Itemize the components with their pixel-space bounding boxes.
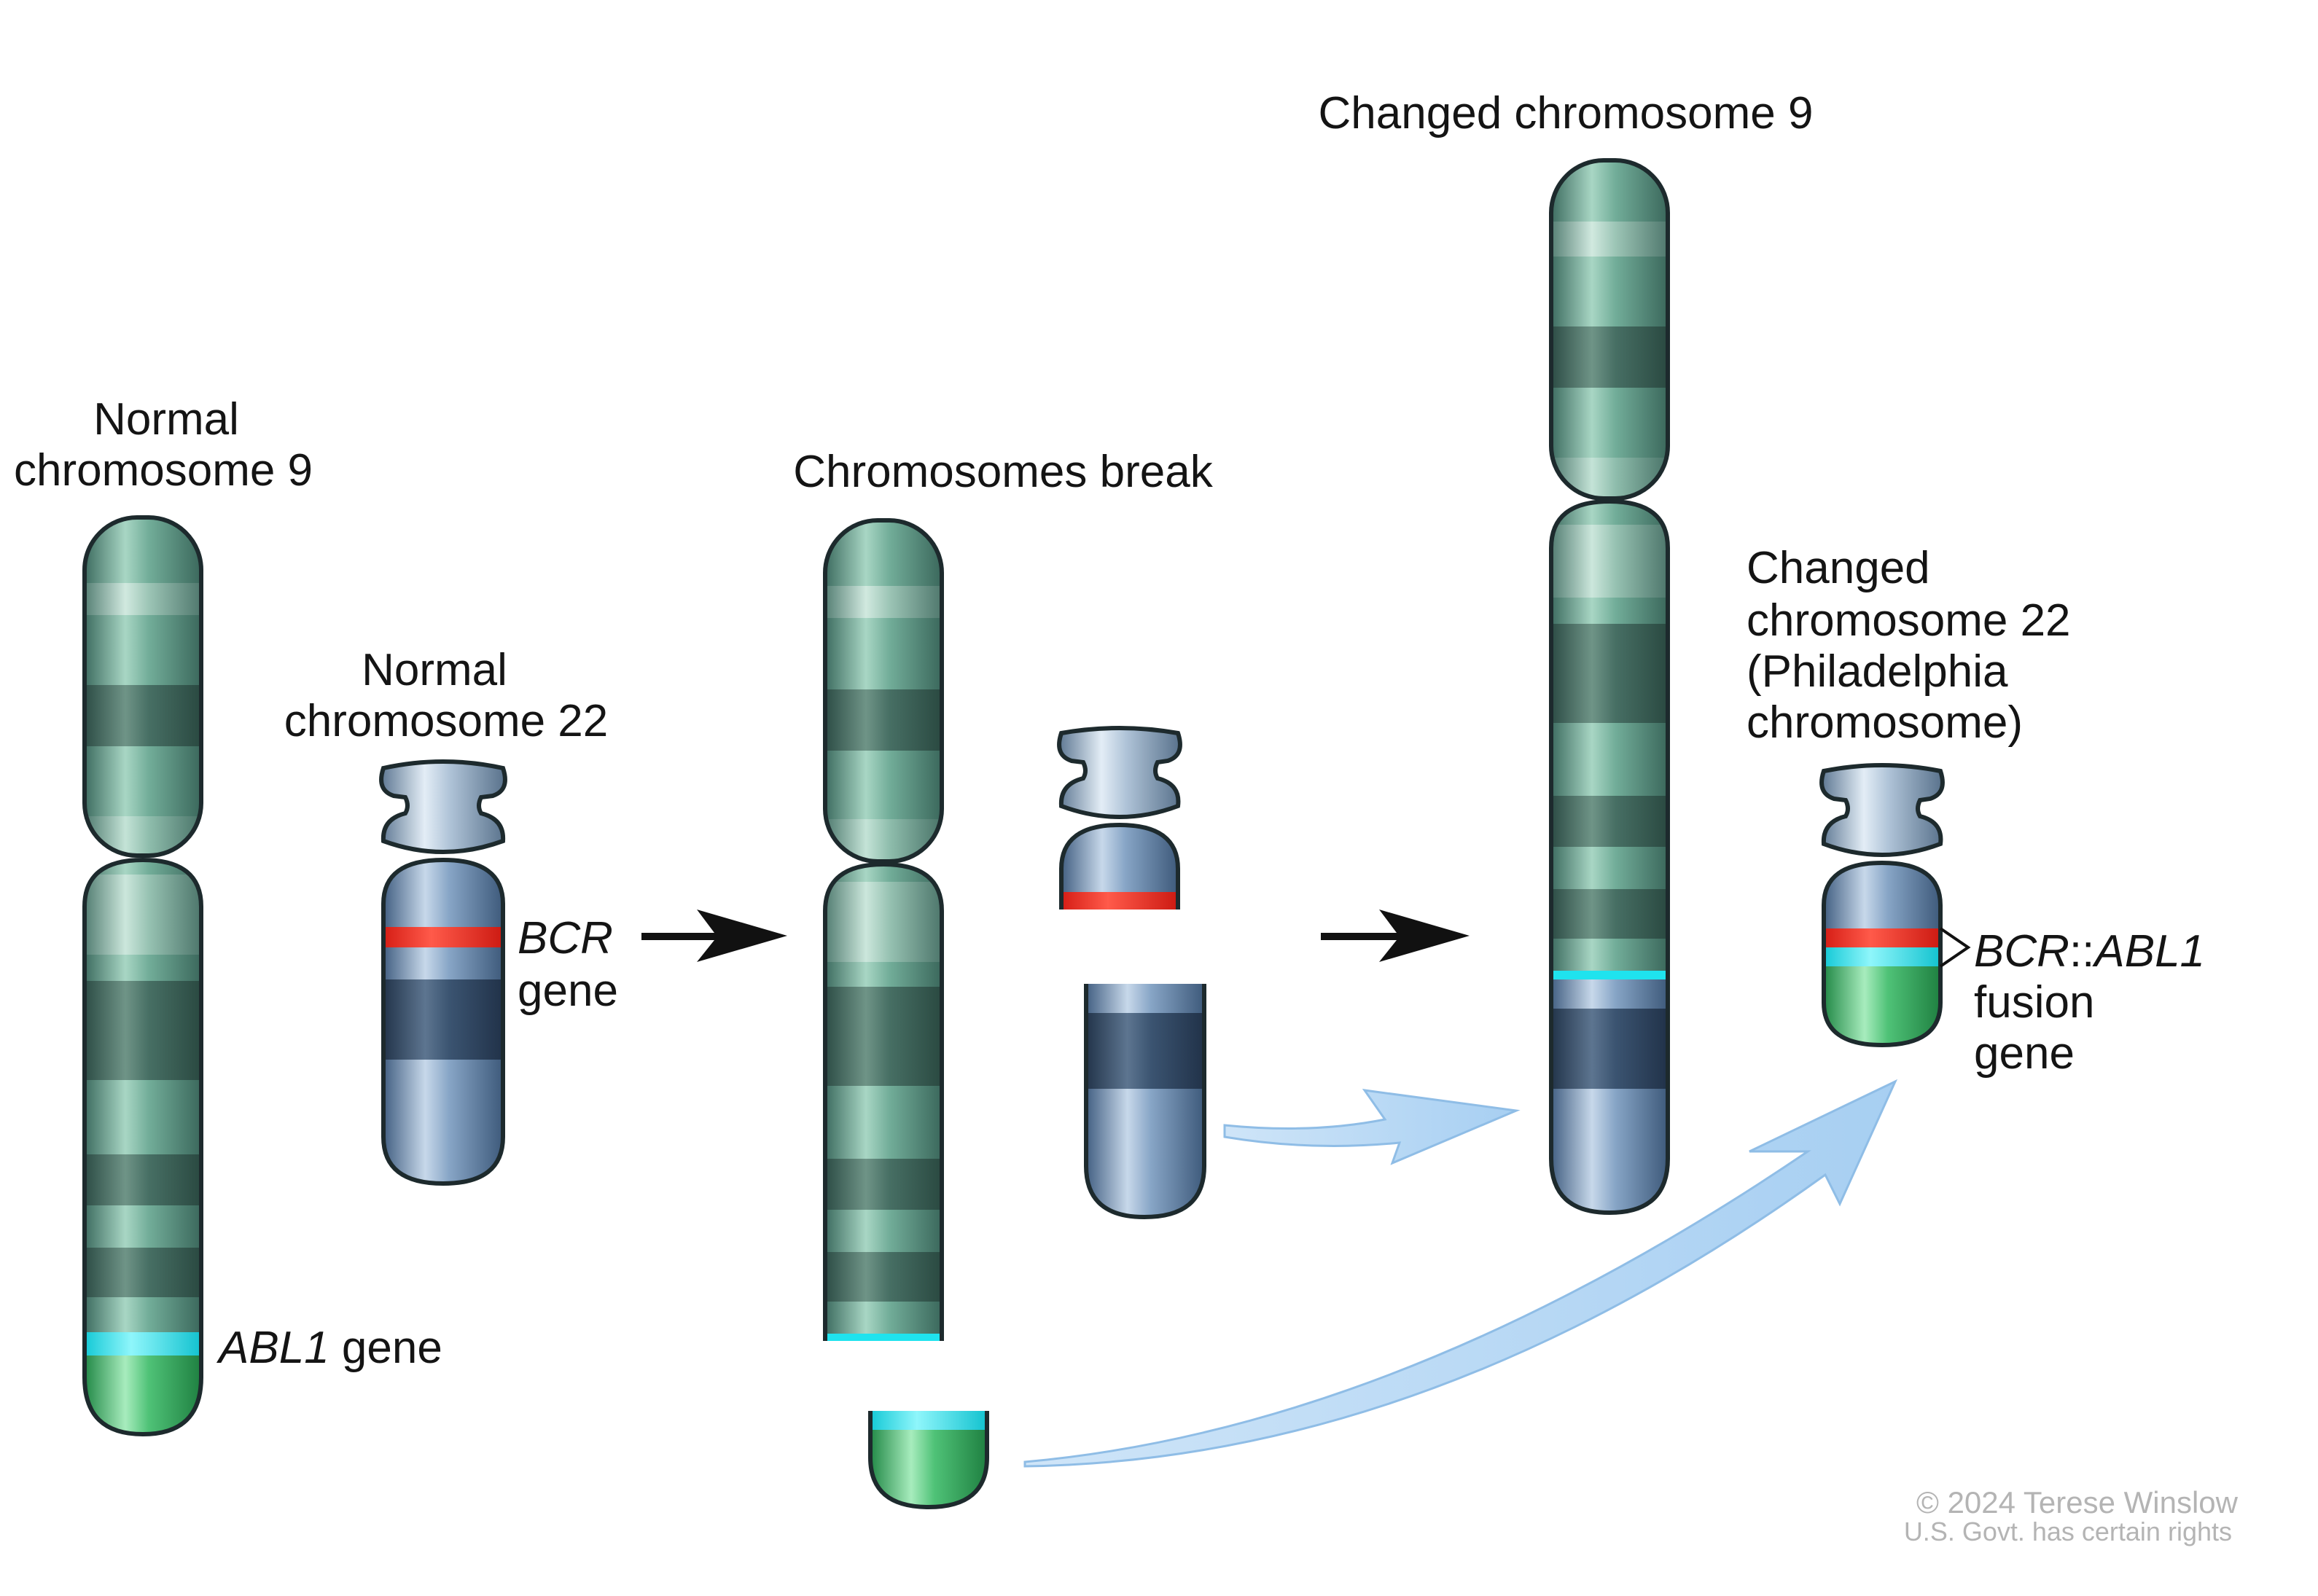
black-arrow-icon: [1321, 910, 1470, 962]
bcr-gene-word: gene: [518, 966, 618, 1016]
abl1-gene-band: [85, 1332, 201, 1356]
copyright-credit: © 2024 Terese Winslow: [1916, 1485, 2239, 1519]
black-arrow-icon: [641, 910, 787, 962]
chromosomes-break-label: Chromosomes break: [793, 447, 1213, 497]
changed-chromosome-9: [1549, 158, 1670, 1216]
philadelphia-chromosome: [1819, 763, 1971, 1048]
abl1-part-band: [1824, 947, 1940, 966]
bcr-part-band: [1824, 928, 1940, 947]
normal-chr22-label-2: chromosome 22: [284, 696, 609, 746]
changed-chr22-label-3: (Philadelphia: [1747, 646, 2008, 697]
normal-chromosome-22: [379, 759, 507, 1186]
fusion-gene-word: gene: [1974, 1028, 2075, 1079]
changed-chr22-label-4: chromosome): [1747, 697, 2023, 748]
fusion-word: fusion: [1974, 977, 2094, 1028]
changed-chr22-label-2: chromosome 22: [1747, 595, 2071, 646]
changed-chr9-label: Changed chromosome 9: [1319, 88, 1814, 138]
fusion-gene-label: BCR::ABL1: [1974, 926, 2205, 977]
curved-light-blue-arrow-icon: [1223, 1089, 1521, 1165]
abl1-gene-label: ABL1 gene: [216, 1323, 442, 1373]
rights-credit: U.S. Govt. has certain rights: [1904, 1517, 2232, 1546]
broken-chromosome-22-bottom: [1084, 984, 1206, 1220]
normal-chromosome-9: [82, 515, 203, 1437]
broken-chromosome-9: [823, 518, 944, 1341]
normal-chr22-label-1: Normal: [362, 645, 507, 695]
broken-chromosome-22-top: [1057, 726, 1182, 910]
abl1-fragment: [868, 1411, 989, 1510]
changed-chr22-label-1: Changed: [1747, 543, 1930, 593]
curved-light-blue-arrow-icon: [1023, 1079, 1898, 1468]
fusion-pointer: [1939, 927, 1971, 968]
satellite: [379, 759, 507, 854]
normal-chr9-label-2: chromosome 9: [14, 445, 313, 496]
bcr-gene-label: BCR: [518, 913, 613, 963]
normal-chr9-label-1: Normal: [93, 394, 239, 445]
bcr-gene-band: [383, 927, 503, 947]
